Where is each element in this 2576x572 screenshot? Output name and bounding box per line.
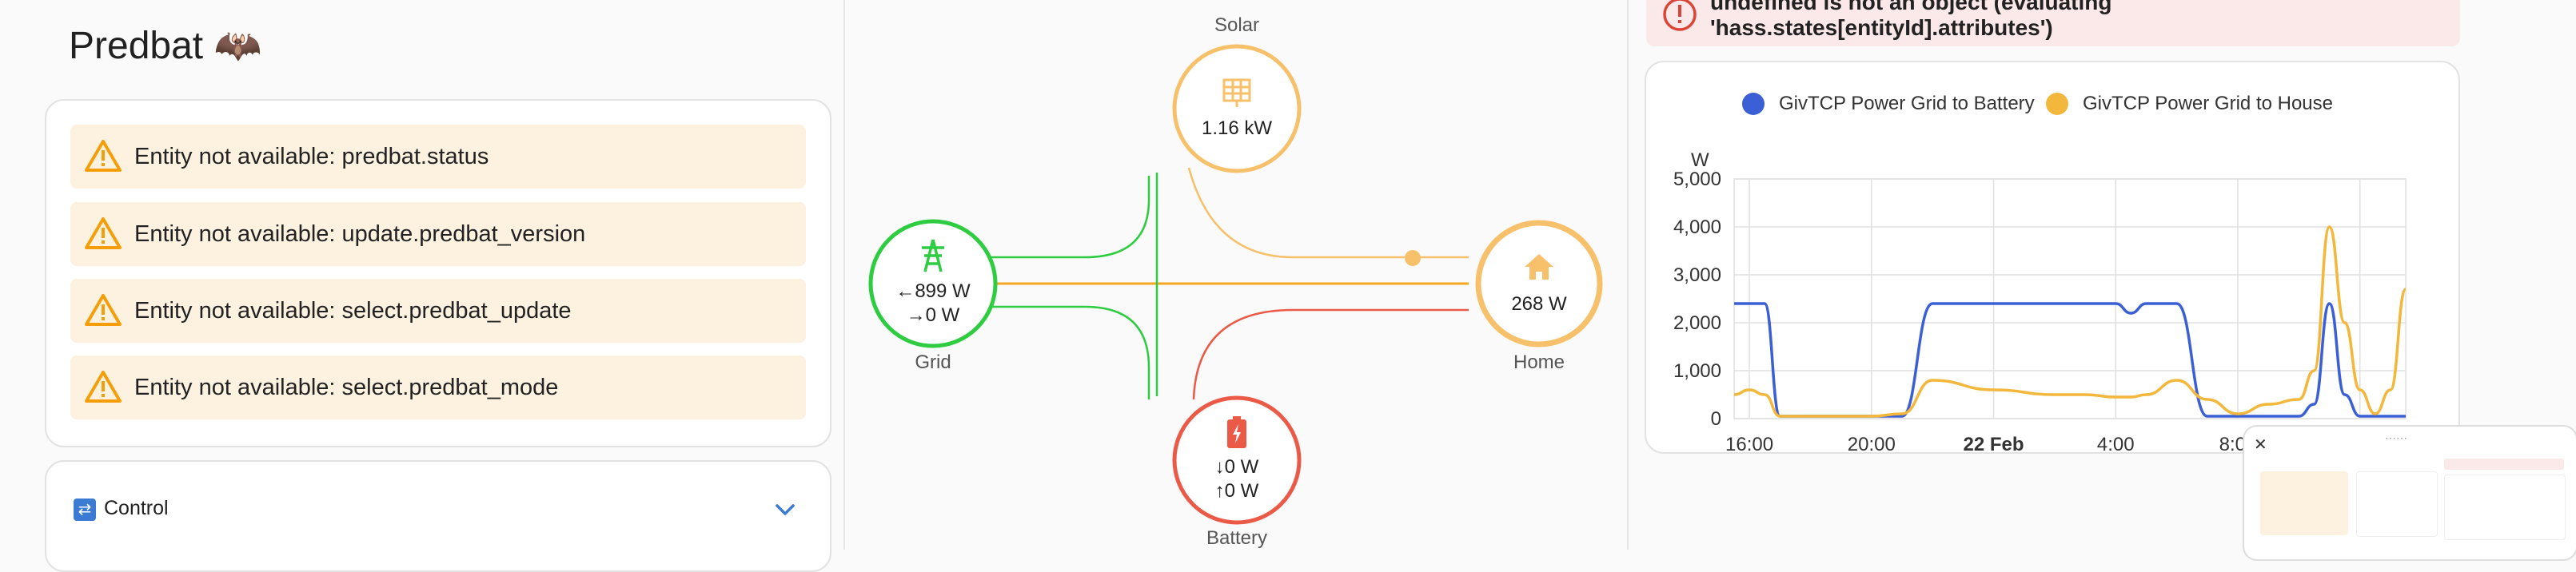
solar-label: Solar [1214, 14, 1260, 36]
close-icon[interactable]: ✕ [2254, 436, 2267, 454]
alert-item: Entity not available: predbat.status [70, 125, 806, 189]
thumbnail-preview [2356, 471, 2438, 537]
alert-text: Entity not available: update.predbat_ver… [134, 220, 586, 247]
energy-distribution-card: Solar 1.16 kW ←899 W →0 W Grid 268 W Hom… [843, 0, 1627, 550]
warning-icon [85, 217, 122, 249]
y-tick-label: 2,000 [1673, 312, 1721, 334]
thumbnail-preview [2444, 459, 2564, 470]
control-label: Control [104, 497, 169, 519]
warning-icon [85, 294, 122, 326]
y-tick-label: 3,000 [1673, 264, 1721, 286]
error-banner: undefined is not an object (evaluating '… [1646, 0, 2460, 46]
y-tick-label: 5,000 [1673, 169, 1721, 190]
y-tick-label: 1,000 [1673, 360, 1721, 382]
legend-label: GivTCP Power Grid to House [2083, 93, 2333, 114]
battery-in: ↓0 W [1214, 456, 1259, 478]
alert-text: Entity not available: select.predbat_mod… [134, 374, 559, 400]
home-icon [1525, 254, 1553, 280]
thumbnail-preview [2444, 475, 2566, 540]
screenshot-thumbnail[interactable]: ✕ ⋯⋯ [2243, 425, 2576, 561]
battery-out: ↑0 W [1214, 480, 1259, 502]
battery-charging-icon [1227, 416, 1246, 448]
warning-icon [85, 140, 122, 172]
series-line-grid-to-battery [1734, 302, 2406, 418]
left-column: Predbat 🦇 Entity not available: predbat.… [0, 0, 843, 572]
alert-item: Entity not available: select.predbat_upd… [70, 279, 806, 343]
y-tick-label: 4,000 [1673, 216, 1721, 238]
page-title: Predbat 🦇 [69, 25, 262, 67]
y-tick-label: 0 [1711, 408, 1721, 430]
grid-label: Grid [915, 352, 951, 373]
control-expander[interactable]: ⇄ Control [45, 460, 831, 572]
shuffle-icon: ⇄ [74, 499, 96, 521]
line-chart[interactable]: 5,000 4,000 3,000 2,000 1,000 0 W 16:00 20:00 22 … [1646, 102, 2458, 454]
x-tick-label: 22 Feb [1964, 434, 2024, 454]
legend-item[interactable]: GivTCP Power Grid to Battery [1742, 93, 2035, 115]
right-column: undefined is not an object (evaluating '… [1627, 0, 2576, 561]
thumbnail-preview [2260, 471, 2348, 535]
solar-panel-icon [1222, 78, 1251, 107]
alerts-card: Entity not available: predbat.status Ent… [45, 99, 831, 447]
legend-item[interactable]: GivTCP Power Grid to House [2046, 93, 2333, 115]
warning-icon [85, 371, 122, 403]
energy-flow-lines [868, 44, 1603, 525]
home-label: Home [1513, 352, 1565, 373]
grid-export: →0 W [906, 304, 960, 326]
x-tick-label: 20:00 [1848, 434, 1896, 454]
flow-dot [1405, 250, 1421, 266]
bat-icon: 🦇 [213, 25, 262, 67]
drag-handle-icon[interactable]: ⋯⋯ [2385, 431, 2407, 444]
solar-value: 1.16 kW [1201, 117, 1273, 139]
alert-text: Entity not available: predbat.status [134, 143, 489, 169]
legend-label: GivTCP Power Grid to Battery [1779, 93, 2035, 114]
alert-text: Entity not available: select.predbat_upd… [134, 297, 572, 324]
grid-import: ←899 W [895, 280, 971, 302]
plot-frame [1733, 178, 2407, 419]
alert-item: Entity not available: update.predbat_ver… [70, 202, 806, 266]
history-graph-card: GivTCP Power Grid to Battery GivTCP Powe… [1645, 61, 2460, 454]
legend-swatch [1742, 93, 1765, 115]
y-axis-label: W [1691, 149, 1709, 171]
battery-label: Battery [1206, 527, 1268, 549]
transmission-tower-icon [922, 239, 944, 272]
error-message: undefined is not an object (evaluating '… [1710, 0, 2112, 40]
error-icon [1663, 0, 1697, 31]
home-value: 268 W [1511, 293, 1567, 315]
x-tick-label: 16:00 [1725, 434, 1773, 454]
series-line-grid-to-house [1733, 225, 2407, 418]
x-tick-label: 4:00 [2097, 434, 2135, 454]
alert-item: Entity not available: select.predbat_mod… [70, 356, 806, 419]
legend-swatch [2046, 93, 2068, 115]
chevron-down-icon[interactable] [772, 497, 798, 522]
